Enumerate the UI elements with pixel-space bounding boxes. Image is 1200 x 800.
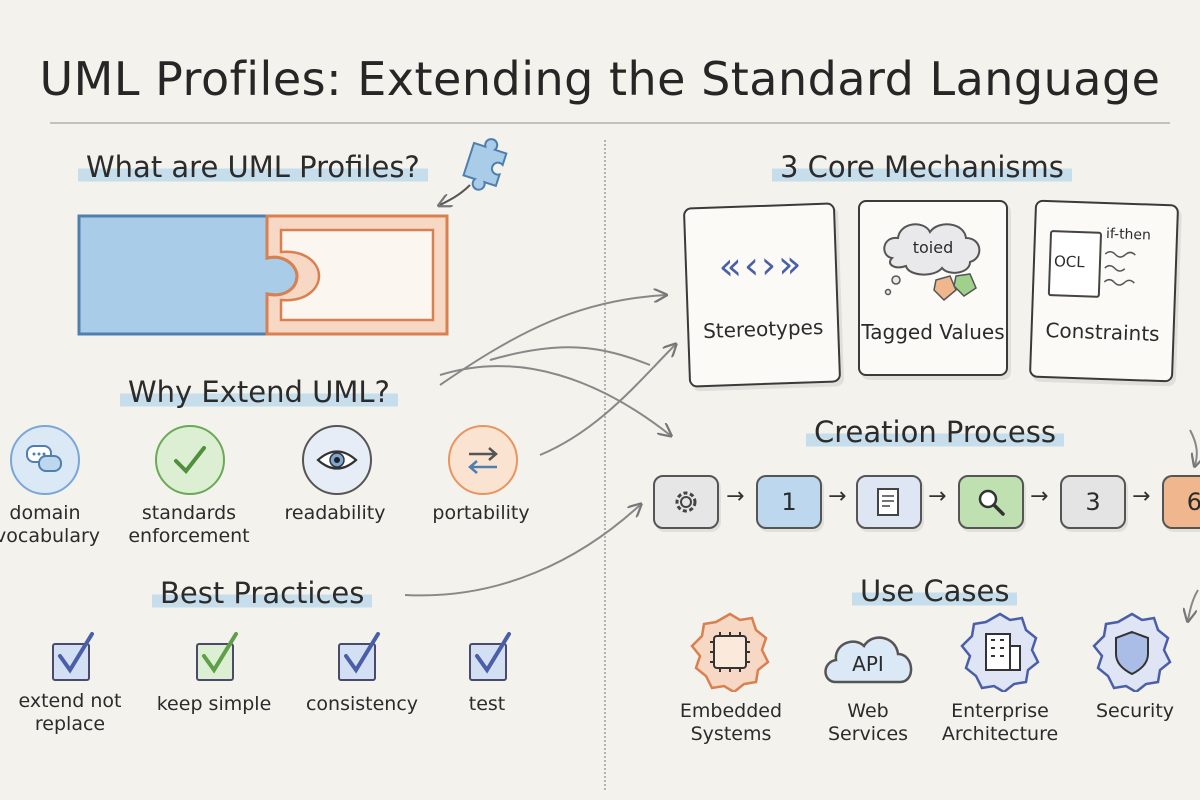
why-heading: Why Extend UML? (120, 375, 398, 409)
cloud-text: toied (912, 238, 954, 257)
magnifier-icon (978, 489, 1005, 516)
puzzle-piece-icon (462, 138, 508, 191)
if-then-note: if-then (1105, 226, 1152, 244)
mechanism-label: Constraints (1045, 317, 1161, 346)
mechanisms-heading: 3 Core Mechanisms (772, 150, 1072, 184)
arrow-right-edge-down (1189, 429, 1197, 465)
gear-icon (675, 491, 697, 513)
why-item-label: readability (284, 502, 386, 524)
ocl-document-icon: OCL (1047, 230, 1103, 298)
best-item-label: test (468, 693, 506, 715)
step-arrow: → (928, 484, 947, 509)
arrow-why-to-creation (439, 365, 670, 435)
api-badge: API (852, 652, 884, 676)
process-step-review (958, 475, 1024, 529)
check-mark-icon (344, 632, 380, 674)
title-underline (50, 122, 1170, 124)
step-arrow: → (1132, 484, 1151, 509)
arrow-right-edge-usecases (1188, 589, 1199, 620)
process-step-document (856, 475, 922, 529)
ocl-label: OCL (1053, 252, 1085, 272)
best-heading: Best Practices (152, 576, 373, 610)
best-item-label: consistency (305, 693, 419, 715)
chip-icon (690, 612, 770, 692)
checkbox-icon (52, 643, 90, 681)
step-arrow: → (828, 484, 847, 509)
process-step-6: 6 (1162, 475, 1200, 529)
eye-icon (302, 425, 372, 495)
arrow-why-to-mechanisms (439, 295, 665, 386)
check-mark-icon (58, 632, 94, 674)
best-item-label: keep simple (156, 693, 272, 715)
mechanism-label: Tagged Values (861, 320, 1005, 344)
creation-heading: Creation Process (806, 415, 1064, 449)
process-step-3: 3 (1060, 475, 1126, 529)
page-title: UML Profiles: Extending the Standard Lan… (39, 52, 1161, 106)
swap-arrows-icon (448, 425, 518, 495)
column-divider (604, 140, 606, 790)
process-step-gear (653, 475, 719, 529)
checkmark-icon (155, 425, 225, 495)
check-mark-icon (475, 632, 511, 674)
why-item-label: portability (432, 502, 530, 524)
tag-cloud-icon (883, 223, 981, 302)
check-mark-icon (202, 632, 238, 674)
usecases-heading: Use Cases (852, 574, 1018, 608)
scribble-lines-icon (1103, 250, 1136, 286)
building-icon (960, 612, 1040, 692)
arrow-best-to-creation (404, 505, 640, 597)
arrow-puzzle-to-piece (440, 184, 471, 205)
mechanism-card-tagged-values: toied Tagged Values (858, 200, 1008, 376)
puzzle-diagram (77, 214, 449, 336)
shield-icon (1092, 612, 1172, 692)
step-arrow: → (1030, 484, 1049, 509)
step-arrow: → (726, 484, 745, 509)
arrow-mechanisms-to-steps (489, 346, 651, 366)
process-step-1: 1 (756, 475, 822, 529)
document-icon (877, 488, 899, 516)
chat-bubbles-icon (10, 425, 80, 495)
mechanism-card-stereotypes: «‹›» Stereotypes (682, 202, 842, 388)
usecase-label: Security (1095, 700, 1175, 722)
arrow-portability-to-mechanisms (539, 345, 675, 456)
mechanism-label: Stereotypes (702, 314, 824, 344)
stereotype-brackets-icon: «‹›» (717, 241, 805, 289)
what-heading: What are UML Profiles? (78, 150, 428, 184)
cloud-api-icon (824, 636, 913, 684)
mechanism-card-constraints: OCL if-then Constraints (1028, 199, 1180, 383)
